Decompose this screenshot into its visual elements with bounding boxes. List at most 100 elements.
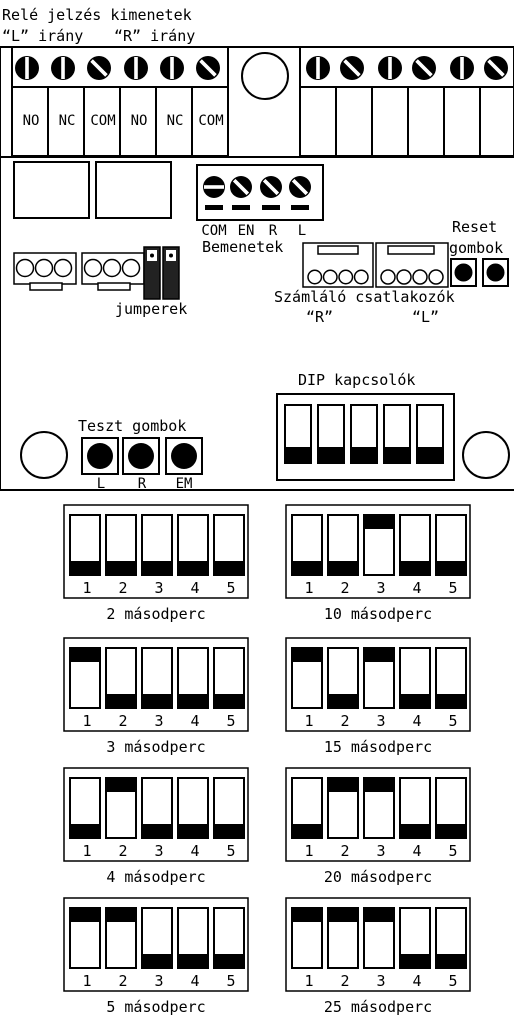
dip-switch-number: 2 [118,842,127,860]
input-terminal-label: R [269,223,278,239]
dip-switch [327,777,359,839]
dip-switch [435,907,467,969]
dip-switch-number: 2 [340,842,349,860]
dip-setting-caption: 2 másodperc [106,605,205,623]
dip-switch-number: 5 [448,712,457,730]
dip-switch-number: 2 [118,579,127,597]
test-button-em[interactable] [165,437,203,475]
dip-switch-number: 1 [82,579,91,597]
reset-button-r[interactable] [450,258,477,287]
jumper-block[interactable] [143,246,180,300]
dip-switch-number: 3 [154,972,163,990]
terminal-pad [262,205,280,210]
dip-switch-number: 4 [190,579,199,597]
test-button-r[interactable] [122,437,160,475]
dip-switch [363,514,395,576]
dip-setting-caption: 20 másodperc [324,868,432,886]
dip-switch-number: 4 [412,842,421,860]
dip-switch-number: 5 [448,972,457,990]
board-dip-switch[interactable] [317,404,345,464]
screw-terminal-icon [15,56,39,80]
relay-terminal-label: NO [23,113,40,129]
dip-switch [291,647,323,709]
board-dip-switch[interactable] [416,404,444,464]
board-dip-switch[interactable] [383,404,411,464]
dip-switch [177,907,209,969]
terminal-pad [232,205,250,210]
dip-switch [69,777,101,839]
screw-terminal-icon [340,56,364,80]
board-dip-switch[interactable] [284,404,312,464]
dip-switch [213,777,245,839]
screw-terminal-icon [124,56,148,80]
board-dip-housing [276,393,455,481]
dip-switch-number: 3 [376,972,385,990]
relay-r [95,161,172,219]
dip-setting-caption: 4 másodperc [106,868,205,886]
dip-setting-caption: 10 másodperc [324,605,432,623]
dip-switch [363,647,395,709]
dip-switch-number: 1 [304,579,313,597]
relay-terminal-label: COM [198,113,223,129]
screw-terminal-icon [51,56,75,80]
dip-switch [435,514,467,576]
test-button-l[interactable] [81,437,119,475]
dip-switch-number: 3 [154,842,163,860]
test-caption: Teszt gombok [78,417,186,435]
dip-switch [399,514,431,576]
dip-switch-number: 4 [412,579,421,597]
dip-setting-caption: 15 másodperc [324,738,432,756]
screw-terminal-icon [306,56,330,80]
dip-switch-number: 2 [118,712,127,730]
dip-switch [141,777,173,839]
reset-button-l[interactable] [482,258,509,287]
dip-switch [399,777,431,839]
input-terminal-label: EN [238,223,255,239]
relay-terminal-label: COM [90,113,115,129]
dip-label: DIP kapcsolók [298,371,415,389]
counter-connector-l [375,242,449,288]
dip-switch-number: 3 [376,842,385,860]
dip-switch [435,647,467,709]
terminal-pad [291,205,309,210]
dip-switch [363,777,395,839]
input-terminal-label: L [298,223,306,239]
dip-switch-number: 1 [82,842,91,860]
counter-connector-r [302,242,374,288]
dip-switch [105,647,137,709]
dip-switch-number: 1 [82,972,91,990]
relay-title: Relé jelzés kimenetek [2,6,192,24]
dip-switch [141,907,173,969]
dip-setting-caption: 5 másodperc [106,998,205,1016]
dip-switch [213,907,245,969]
relay-terminal-label: NC [59,113,76,129]
screw-terminal-icon [484,56,508,80]
dip-switch [105,514,137,576]
dip-switch-number: 5 [226,842,235,860]
board-dip-switch[interactable] [350,404,378,464]
dip-switch [69,647,101,709]
screw-terminal-icon [87,56,111,80]
connector-left-2 [81,252,145,291]
connector-left-1 [13,252,77,291]
dip-switch-number: 4 [190,972,199,990]
dip-switch [291,907,323,969]
relay-terminal-label: NC [167,113,184,129]
dip-switch [177,777,209,839]
dip-switch [141,514,173,576]
dip-switch-number: 1 [304,842,313,860]
dip-switch-number: 3 [376,579,385,597]
reset-label-line2: gombok [449,239,503,257]
screw-terminal-icon [160,56,184,80]
dip-switch-number: 1 [304,712,313,730]
screw-terminal-icon [260,176,282,198]
mounting-hole-top [241,52,289,100]
screw-terminal-icon [196,56,220,80]
screw-terminal-icon [378,56,402,80]
